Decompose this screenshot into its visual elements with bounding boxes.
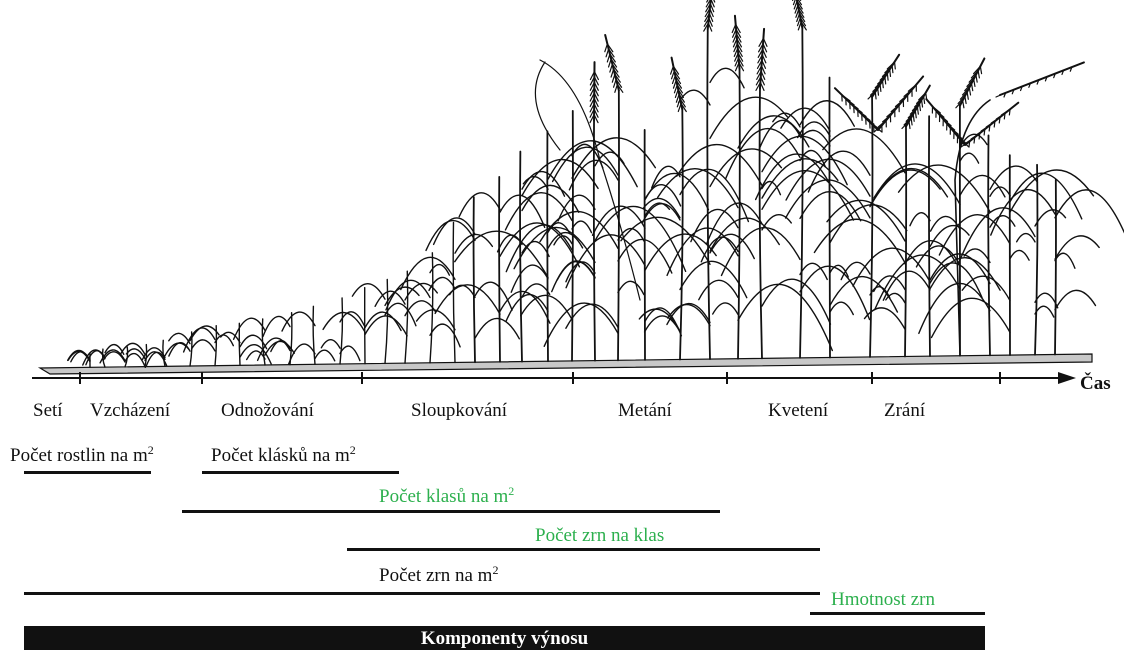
stage-label-vzchazeni: Vzcházení	[90, 401, 170, 420]
crop-growth-illustration	[0, 0, 1124, 400]
axis-label-time: Čas	[1080, 374, 1111, 393]
bar-ears-per-m2	[182, 510, 720, 513]
stage-label-metani: Metání	[618, 401, 672, 420]
label-grains-per-ear: Počet zrn na klas	[535, 526, 664, 545]
bar-spikelets-per-m2	[202, 471, 399, 474]
time-axis-arrowhead	[1058, 372, 1076, 384]
yield-components-bar: Komponenty výnosu	[24, 626, 985, 650]
label-grain-weight: Hmotnost zrn	[831, 590, 935, 609]
stage-label-sloupkovani: Sloupkování	[411, 401, 507, 420]
ground-strip	[40, 354, 1092, 374]
bar-plants-per-m2	[24, 471, 151, 474]
label-plants-per-m2: Počet rostlin na m2	[10, 446, 154, 465]
plant-sketches	[68, 0, 1124, 367]
bar-grains-per-m2	[24, 592, 820, 595]
bar-grain-weight	[810, 612, 985, 615]
label-spikelets-per-m2: Počet klásků na m2	[211, 446, 356, 465]
label-ears-per-m2: Počet klasů na m2	[379, 487, 514, 506]
stage-label-kveteni: Kvetení	[768, 401, 828, 420]
label-grains-per-m2: Počet zrn na m2	[379, 566, 498, 585]
bar-grains-per-ear	[347, 548, 820, 551]
stage-label-zrani: Zrání	[884, 401, 925, 420]
yield-components-label: Komponenty výnosu	[24, 629, 985, 648]
stage-label-seti: Setí	[33, 401, 63, 420]
stage-label-odnozovani: Odnožování	[221, 401, 314, 420]
